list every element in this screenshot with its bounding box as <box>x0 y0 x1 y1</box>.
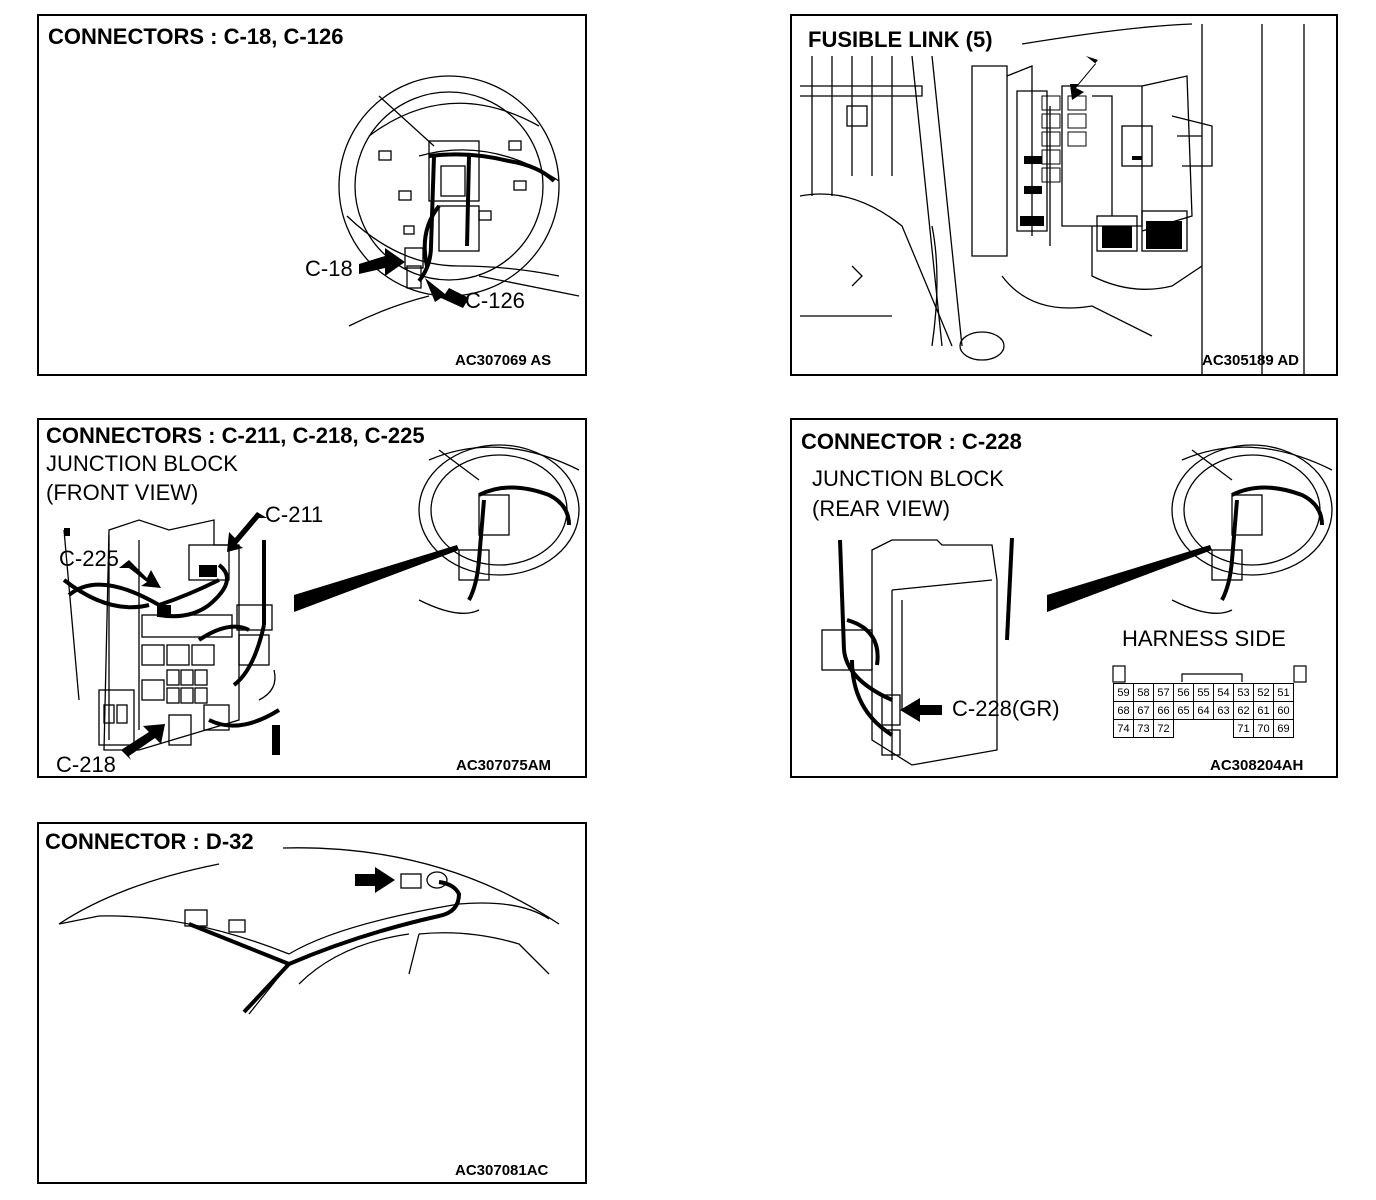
dashboard-harness-illustration <box>338 75 580 327</box>
pin-cell: 60 <box>1273 701 1294 720</box>
pin-row: 59 58 57 56 55 54 53 52 51 <box>1113 683 1294 702</box>
engine-bay-fuse-box-illustration <box>799 23 1305 374</box>
panel-title: CONNECTOR : C-228 <box>801 429 1022 454</box>
junction-block-front-illustration <box>62 444 580 760</box>
pin-cell: 69 <box>1273 719 1294 738</box>
pin-cell-empty <box>1174 720 1194 738</box>
pin-cell: 67 <box>1133 701 1154 720</box>
pin-cell: 51 <box>1273 683 1294 702</box>
pin-cell: 74 <box>1113 719 1134 738</box>
arrow-c218 <box>121 724 165 760</box>
arrow-c18 <box>359 248 405 276</box>
pointer-beam <box>1047 545 1212 612</box>
pin-layout-table: 59 58 57 56 55 54 53 52 51 68 67 66 65 6… <box>1113 683 1294 738</box>
pin-cell: 63 <box>1213 701 1234 720</box>
subtitle-junction-block: JUNCTION BLOCK <box>812 466 1004 491</box>
subtitle-front-view: (FRONT VIEW) <box>46 480 199 505</box>
figure-code: AC307075AM <box>456 757 552 774</box>
panel-title: FUSIBLE LINK (5) <box>808 27 993 52</box>
pin-cell: 55 <box>1193 683 1214 702</box>
panel-title: CONNECTORS : C-18, C-126 <box>48 24 344 49</box>
pin-cell: 54 <box>1213 683 1234 702</box>
pin-cell: 64 <box>1193 701 1214 720</box>
pin-cell: 58 <box>1133 683 1154 702</box>
connector-label-c218: C-218 <box>56 752 116 777</box>
pin-cell: 52 <box>1253 683 1274 702</box>
pointer-beam <box>294 545 459 612</box>
pin-cell: 59 <box>1113 683 1134 702</box>
pin-cell: 68 <box>1113 701 1134 720</box>
harness-side-label: HARNESS SIDE <box>1122 626 1286 651</box>
pin-cell: 57 <box>1153 683 1174 702</box>
arrow-c225 <box>119 560 161 588</box>
arrow-d32 <box>355 867 395 893</box>
roof-harness-illustration <box>58 847 560 1015</box>
pin-cell: 66 <box>1153 701 1174 720</box>
panel-title: CONNECTORS : C-211, C-218, C-225 <box>46 423 425 448</box>
connector-label-c228: C-228(GR) <box>952 696 1060 721</box>
connector-label-c18: C-18 <box>305 256 353 281</box>
subtitle-rear-view: (REAR VIEW) <box>812 496 951 521</box>
junction-block-rear-illustration <box>821 444 1333 766</box>
panel-title: CONNECTOR : D-32 <box>45 829 258 855</box>
pin-cell: 65 <box>1173 701 1194 720</box>
arrow-c211 <box>227 512 267 552</box>
figure-code: AC305189 AD <box>1202 352 1299 369</box>
pin-row: 68 67 66 65 64 63 62 61 60 <box>1113 701 1294 720</box>
panel-c228: CONNECTOR : C-228 JUNCTION BLOCK (REAR V… <box>790 418 1338 778</box>
pin-cell: 61 <box>1253 701 1274 720</box>
connector-label-c211: C-211 <box>265 502 324 527</box>
arrow-c126 <box>425 278 469 308</box>
figure-code: AC308204AH <box>1210 757 1304 774</box>
pin-cell: 72 <box>1153 719 1174 738</box>
pin-cell: 70 <box>1253 719 1274 738</box>
pin-cell: 71 <box>1233 719 1254 738</box>
arrow-fusible-link <box>1070 56 1098 100</box>
figure-code: AC307069 AS <box>455 352 552 369</box>
pin-row: 74 73 72 71 70 69 <box>1113 719 1294 738</box>
pin-cell-empty <box>1214 720 1234 738</box>
pin-cell-empty <box>1194 720 1214 738</box>
pin-cell: 62 <box>1233 701 1254 720</box>
figure-code: AC307081AC <box>455 1162 549 1179</box>
panel-d32: CONNECTOR : D-32 AC307081AC <box>37 822 587 1184</box>
pin-cell: 53 <box>1233 683 1254 702</box>
pin-cell: 73 <box>1133 719 1154 738</box>
subtitle-junction-block: JUNCTION BLOCK <box>46 451 238 476</box>
panel-c18-c126: CONNECTORS : C-18, C-126 C-18 C-126 AC30… <box>37 14 587 376</box>
arrow-c228 <box>900 698 942 722</box>
pin-cell: 56 <box>1173 683 1194 702</box>
panel-fusible-link: FUSIBLE LINK (5) AC305189 AD <box>790 14 1338 376</box>
connector-label-c225: C-225 <box>59 546 119 571</box>
connector-label-c126: C-126 <box>465 288 525 313</box>
panel-c211-c218-c225: CONNECTORS : C-211, C-218, C-225 JUNCTIO… <box>37 418 587 778</box>
